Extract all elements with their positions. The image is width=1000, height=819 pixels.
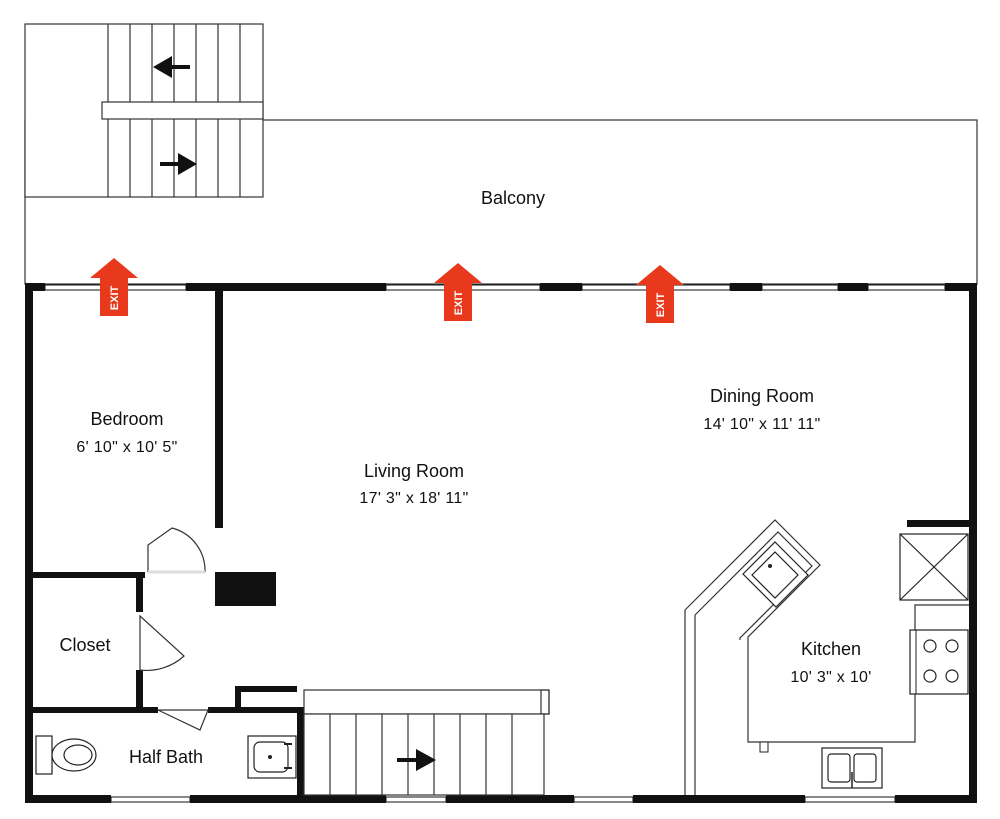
dining-room-dims: 14' 10" x 11' 11" <box>703 416 820 433</box>
appliance-box <box>899 533 969 601</box>
exit-label: EXIT <box>655 292 667 317</box>
door-swing-icon <box>147 527 206 574</box>
living-room-label: Living Room <box>364 461 464 481</box>
kitchen-label: Kitchen <box>801 639 861 659</box>
interior-walls <box>25 283 969 797</box>
sink-icon <box>821 747 883 789</box>
balcony-area <box>24 119 978 285</box>
exit-arrow-icon <box>434 263 482 321</box>
sink-icon <box>247 735 297 779</box>
exit-marker: EXIT <box>90 258 138 316</box>
dining-room-label: Dining Room <box>710 386 814 406</box>
door-swing-icon <box>157 709 209 731</box>
exterior-stairs <box>24 23 264 198</box>
kitchen-dims: 10' 3" x 10' <box>790 669 871 686</box>
kitchen-wall-stub <box>759 741 769 753</box>
balcony-label: Balcony <box>481 188 545 208</box>
interior-stairs <box>303 689 550 796</box>
exit-label: EXIT <box>453 290 465 315</box>
closet-label: Closet <box>59 635 110 655</box>
sink-icon <box>742 541 809 608</box>
exit-marker: EXIT <box>636 265 684 323</box>
door-swing-icon <box>139 614 185 672</box>
living-room-dims: 17' 3" x 18' 11" <box>359 490 468 507</box>
exterior-walls <box>25 283 977 803</box>
bedroom-dims: 6' 10" x 10' 5" <box>76 439 177 456</box>
half-bath-label: Half Bath <box>129 747 203 767</box>
exit-marker: EXIT <box>434 263 482 321</box>
stove-icon <box>909 629 969 695</box>
exit-label: EXIT <box>109 285 121 310</box>
bedroom-label: Bedroom <box>90 409 163 429</box>
stair-arrow-icon <box>153 56 190 78</box>
toilet-icon <box>35 735 97 775</box>
stair-arrow-icon <box>397 749 436 771</box>
kitchen-counters <box>684 519 969 795</box>
exit-arrow-icon <box>636 265 684 323</box>
stair-arrow-icon <box>160 153 197 175</box>
exit-arrow-icon <box>90 258 138 316</box>
